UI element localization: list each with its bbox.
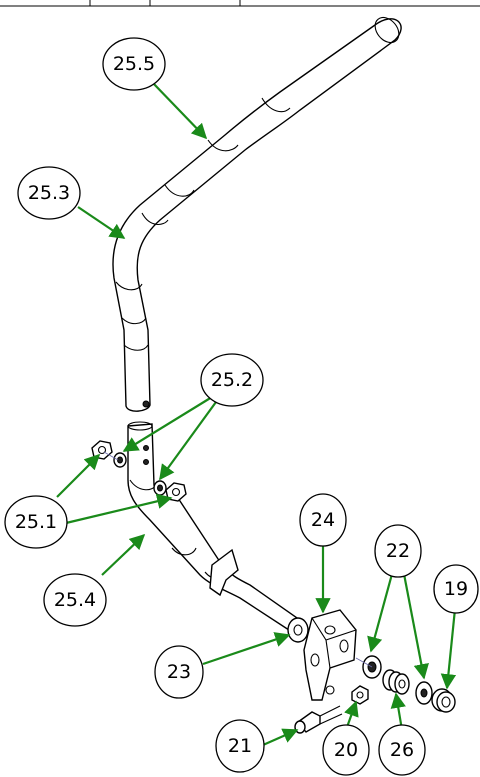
callout-25-5: 25.5 [102, 37, 166, 91]
leader-23 [202, 632, 291, 666]
leader-25-1a [56, 453, 101, 498]
callout-22: 22 [374, 524, 422, 578]
leader-21 [262, 728, 299, 747]
leader-19 [440, 608, 457, 690]
leader-25-1b [65, 493, 173, 525]
callout-21: 21 [215, 719, 265, 773]
nut-25-1-left [91, 440, 113, 460]
leader-25-4 [101, 533, 146, 576]
callout-label: 25.2 [211, 369, 253, 391]
callout-label: 19 [444, 578, 468, 600]
bolt-21 [294, 705, 343, 734]
leader-22b [402, 573, 429, 680]
callout-label: 24 [311, 509, 335, 531]
callout-24: 24 [299, 493, 347, 547]
callout-19: 19 [433, 564, 479, 614]
callout-25-1: 25.1 [4, 495, 68, 549]
nut-19 [431, 688, 456, 713]
callout-label: 25.4 [54, 589, 96, 611]
assembly-axis-lines [103, 451, 373, 668]
leader-26 [390, 692, 406, 731]
leader-25-2a [122, 396, 213, 452]
washer-25-2-left [113, 452, 127, 468]
callout-25-4: 25.4 [43, 573, 107, 627]
bracket-24 [303, 609, 357, 701]
callout-label: 22 [386, 540, 410, 562]
lower-handle-tube [127, 421, 301, 633]
callout-23: 23 [154, 645, 204, 699]
callout-26: 26 [378, 724, 426, 776]
callout-label: 25.5 [113, 53, 155, 75]
washer-25-2-right [153, 480, 167, 496]
callout-label: 25.1 [15, 511, 57, 533]
callout-20: 20 [322, 724, 370, 776]
leader-25-2b [159, 401, 217, 481]
callout-label: 26 [390, 739, 414, 761]
upper-handle-tube [112, 16, 402, 412]
callout-label: 23 [167, 661, 191, 683]
title-frame [0, 0, 480, 7]
washer-23 [287, 617, 309, 643]
spring-26 [382, 669, 410, 695]
leader-25-5 [151, 81, 208, 140]
callout-label: 21 [228, 735, 252, 757]
leader-22a [367, 573, 394, 653]
leader-25-3 [77, 206, 126, 239]
callout-label: 20 [334, 739, 358, 761]
callout-25-3: 25.3 [17, 166, 81, 220]
leader-lines [56, 81, 457, 747]
nut-20 [351, 685, 369, 705]
callout-25-2: 25.2 [200, 353, 264, 407]
washer-22-right [415, 681, 433, 705]
callout-label: 25.3 [28, 182, 70, 204]
